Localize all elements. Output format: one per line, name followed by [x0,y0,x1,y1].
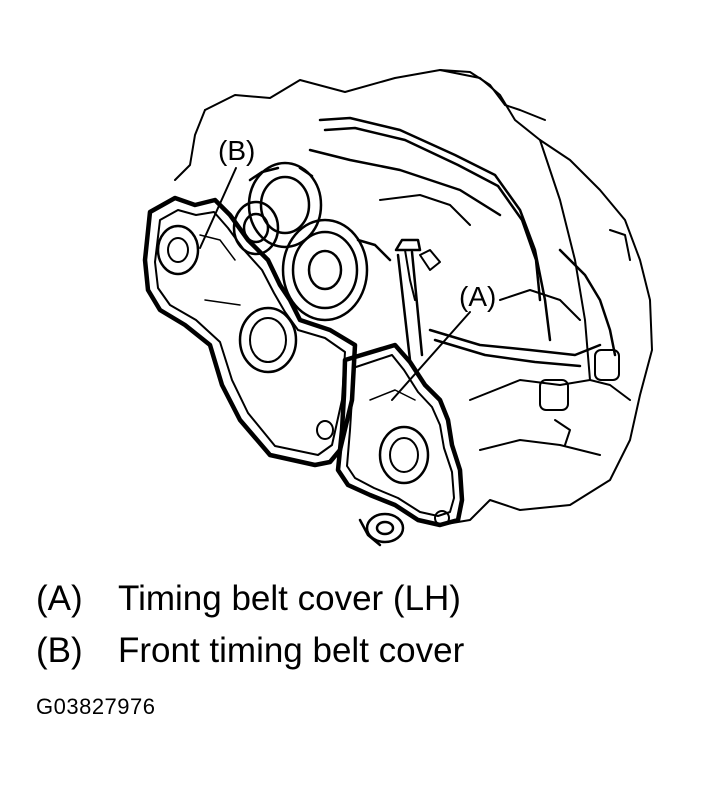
legend-item-b: (B) Front timing belt cover [36,631,464,671]
timing-belt-cover-lh [335,342,465,528]
callout-a-leader [391,311,471,401]
engine-illustration: (B) (A) [142,69,653,547]
wiring-harness [308,116,617,368]
engine-block [174,69,653,526]
legend-text: Timing belt cover (LH) [118,579,461,618]
figure-id: G03827976 [36,694,156,719]
front-timing-belt-cover [142,195,358,468]
legend-key: (B) [36,631,83,670]
dipstick-tube [394,238,424,362]
legend-text: Front timing belt cover [118,631,465,670]
legend-item-a: (A) Timing belt cover (LH) [36,579,461,619]
callout-b-label: (B) [218,135,255,166]
pulley-group [232,161,392,322]
legend-key: (A) [36,579,83,618]
callout-a-label: (A) [459,281,496,312]
callout-b-leader [199,167,237,249]
crank-fitting [358,512,405,547]
